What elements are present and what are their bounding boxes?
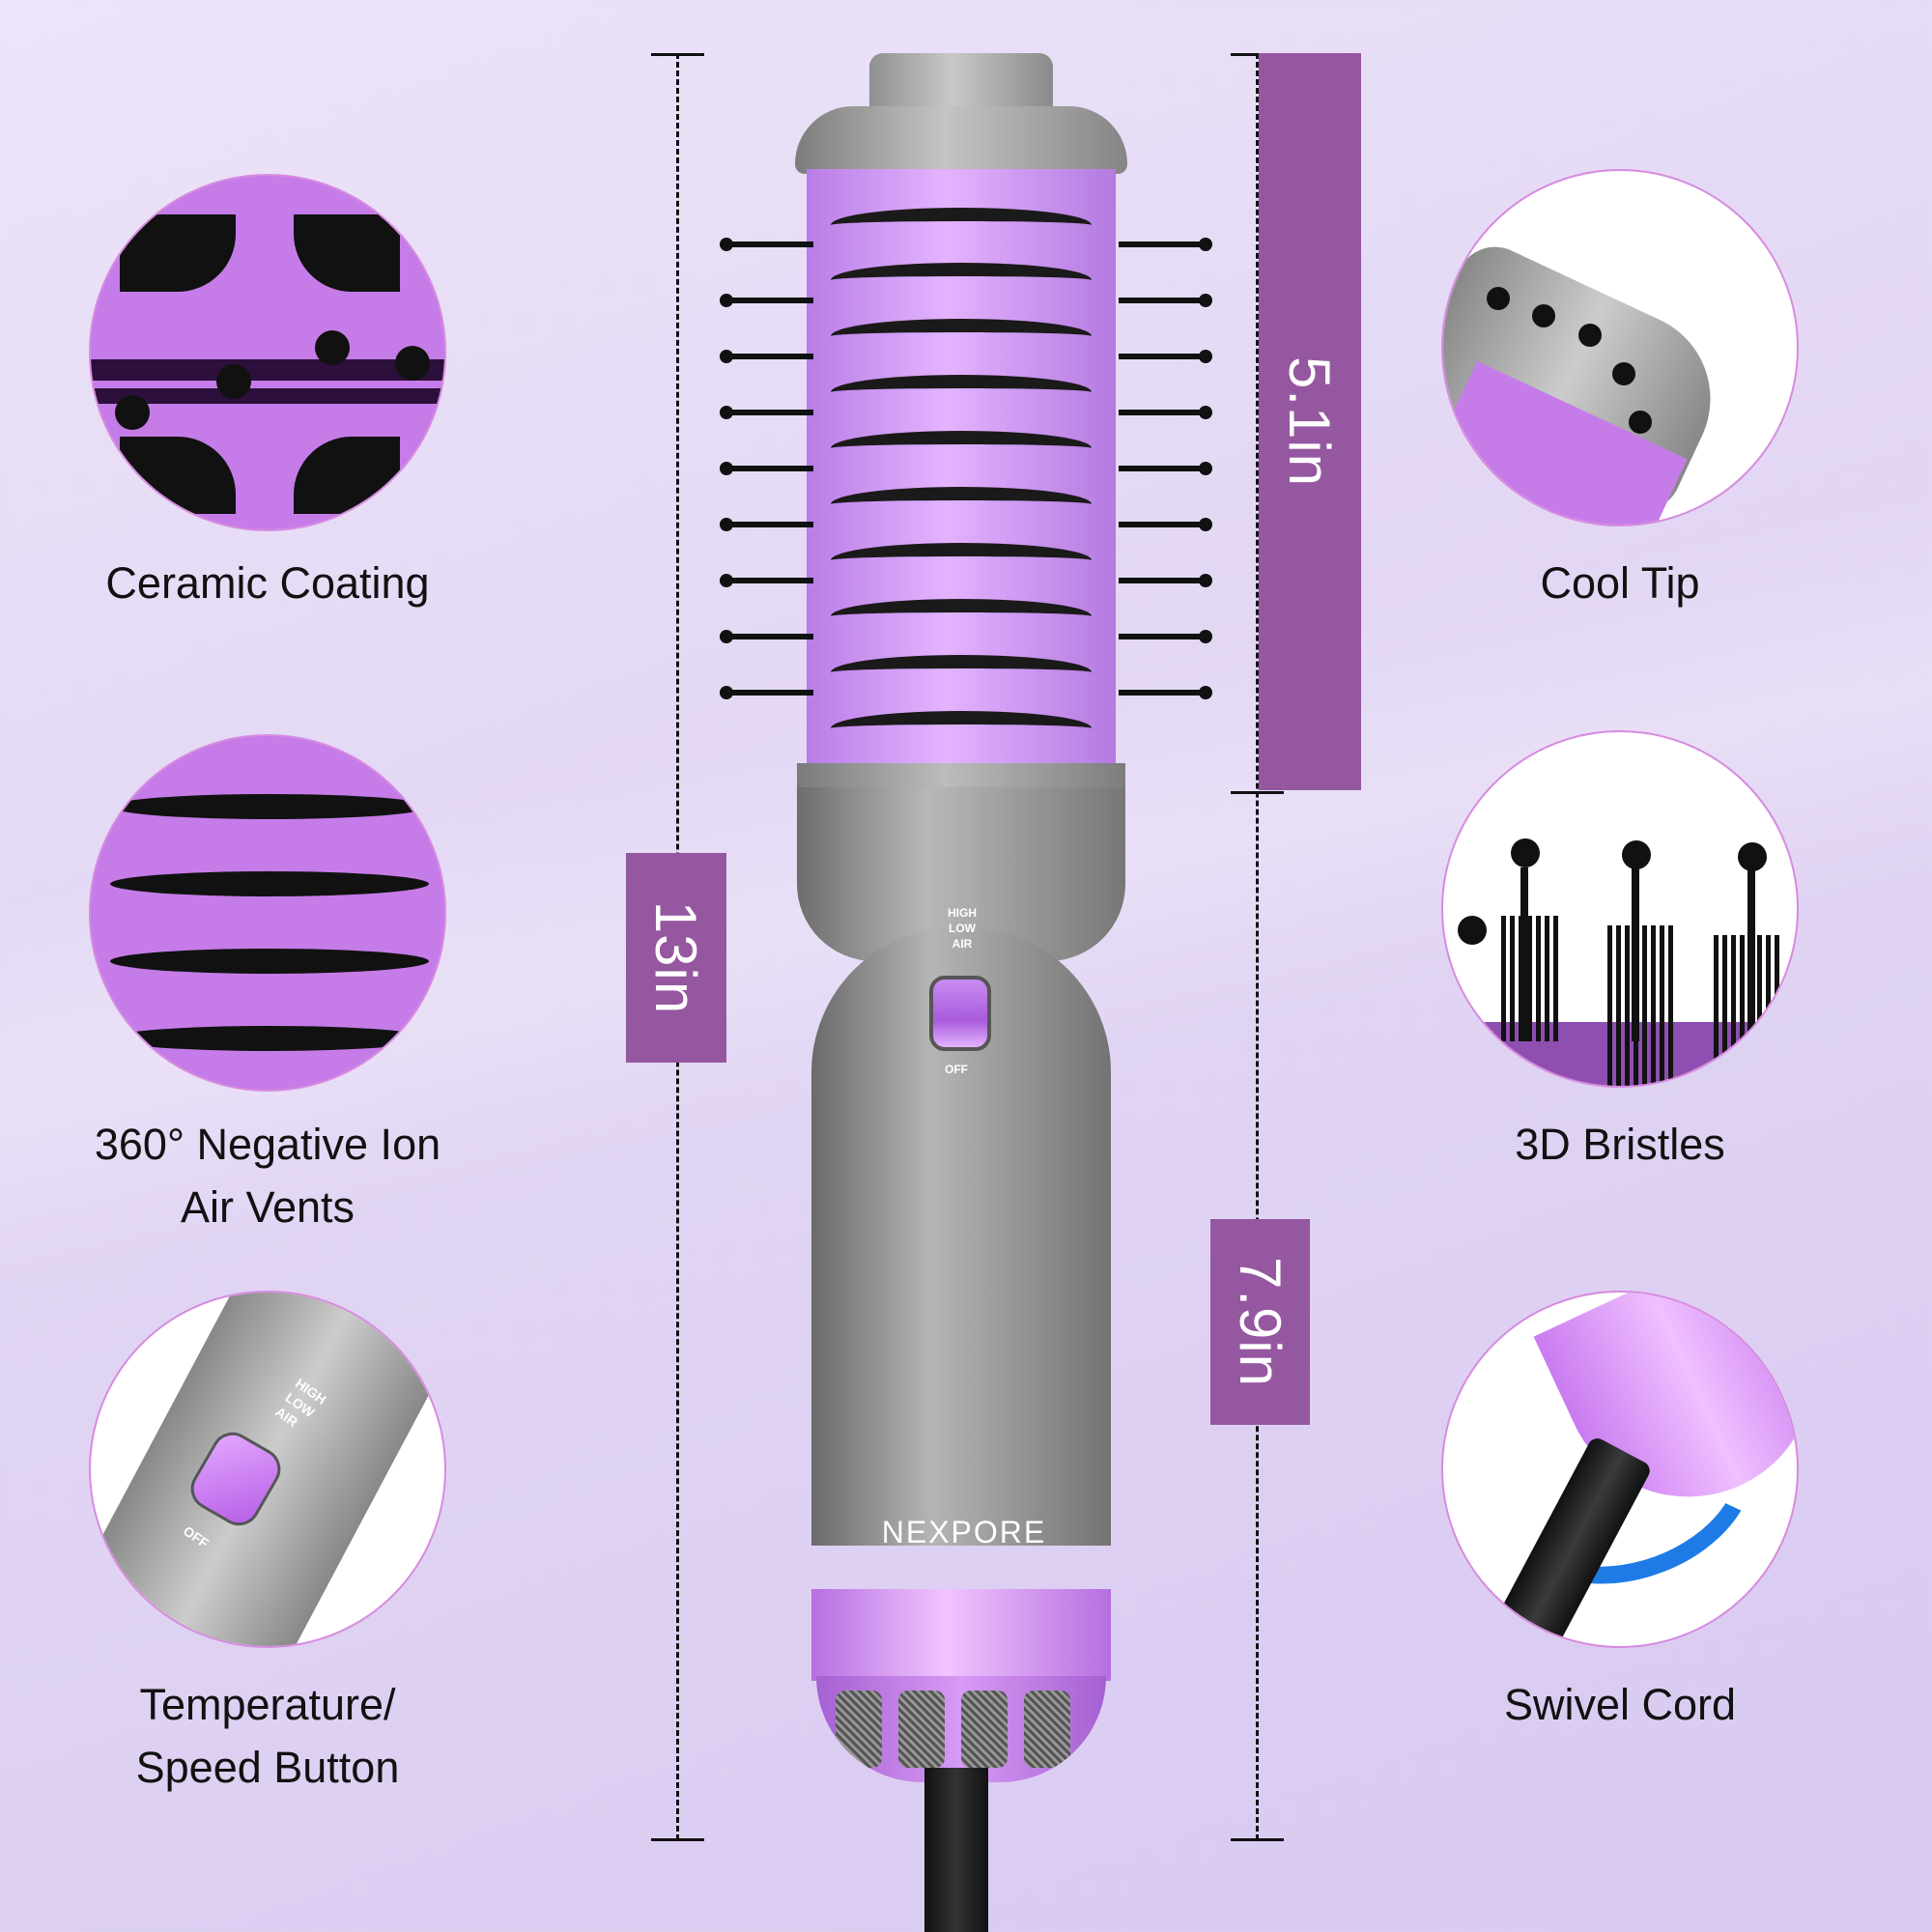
feature-label-negative-ion-line1: 360° Negative Ion xyxy=(94,1120,441,1169)
cool-tip-cap xyxy=(869,53,1053,111)
air-intake-grille xyxy=(816,1676,1106,1782)
dimension-handle-bottom-tick xyxy=(1231,1838,1284,1841)
vent-row xyxy=(831,375,1092,410)
dimension-right-line xyxy=(1256,53,1259,1840)
switch-labels: HIGH LOW AIR xyxy=(939,905,985,952)
vent-row xyxy=(831,599,1092,634)
feature-label-cool-tip: Cool Tip xyxy=(1540,558,1700,608)
vent-row xyxy=(831,543,1092,578)
swivel-cord xyxy=(924,1768,988,1932)
vent-row xyxy=(831,487,1092,522)
dimension-handle-text: 7.9in xyxy=(1228,1256,1293,1388)
dimension-brush-bottom-tick xyxy=(1231,791,1284,794)
dimension-total-badge: 13in xyxy=(626,853,726,1063)
feature-label-negative-ion-line2: Air Vents xyxy=(180,1182,355,1232)
feature-label-ceramic-coating: Ceramic Coating xyxy=(105,558,430,608)
vent-row xyxy=(831,655,1092,690)
dimension-handle-badge: 7.9in xyxy=(1210,1219,1310,1425)
purple-base-ring xyxy=(811,1589,1111,1681)
feature-label-temperature-line1: Temperature/ xyxy=(139,1680,396,1729)
feature-label-temperature-line2: Speed Button xyxy=(135,1743,400,1792)
3d-bristles-image xyxy=(1441,730,1799,1088)
vent-row xyxy=(831,208,1092,242)
temperature-button-image: HIGH LOW AIR OFF xyxy=(89,1291,446,1648)
switch-label-air: AIR xyxy=(952,937,973,951)
cool-tip-image xyxy=(1441,169,1799,526)
temperature-speed-switch[interactable] xyxy=(929,976,991,1051)
feature-label-swivel-cord: Swivel Cord xyxy=(1503,1680,1737,1729)
dimension-brush-text: 5.1in xyxy=(1277,355,1343,488)
dimension-total-text: 13in xyxy=(643,900,709,1015)
ceramic-coating-image xyxy=(89,174,446,531)
vent-row xyxy=(831,431,1092,466)
brand-logo: NEXPORE xyxy=(881,1515,1047,1549)
air-vents-image xyxy=(89,734,446,1092)
cool-tip-flare xyxy=(795,106,1127,174)
dimension-total-bottom-tick xyxy=(651,1838,704,1841)
feature-label-3d-bristles: 3D Bristles xyxy=(1515,1120,1725,1169)
switch-label-high: HIGH xyxy=(948,906,977,920)
vent-row xyxy=(831,711,1092,746)
dimension-brush-badge: 5.1in xyxy=(1259,53,1361,790)
switch-label-low: LOW xyxy=(949,922,976,935)
switch-label-off: OFF xyxy=(945,1063,968,1076)
vent-row xyxy=(831,263,1092,298)
vent-row xyxy=(831,319,1092,354)
swivel-cord-image xyxy=(1441,1291,1799,1648)
